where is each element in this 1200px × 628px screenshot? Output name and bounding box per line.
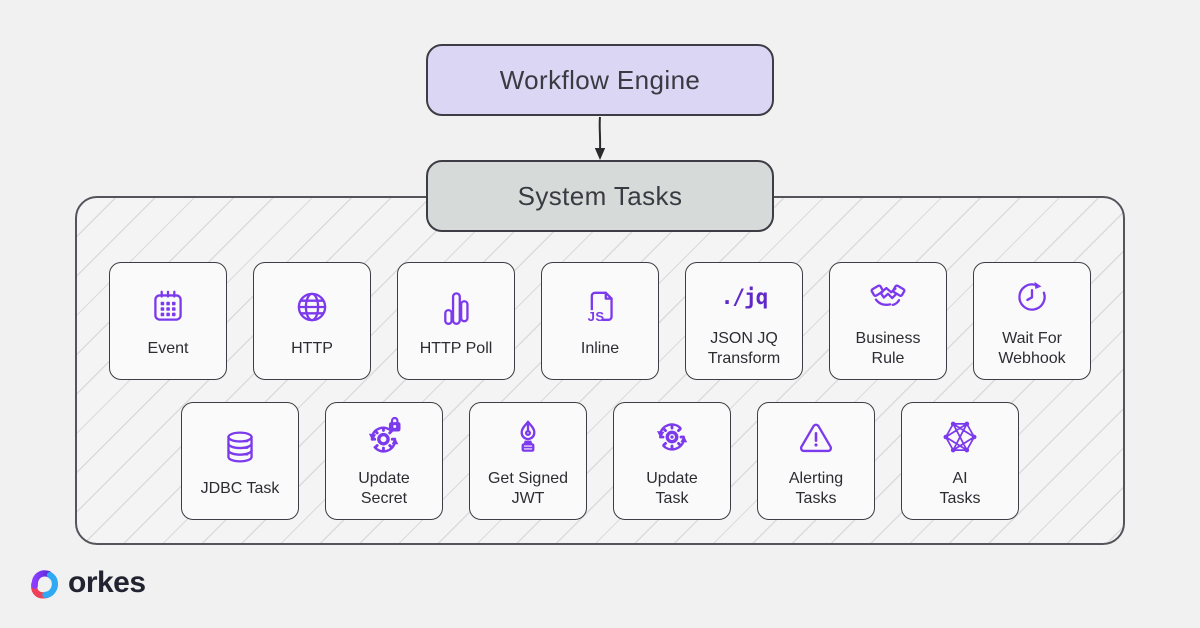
task-card-http-poll: HTTP Poll xyxy=(397,262,515,380)
task-card-jdbc-task: JDBC Task xyxy=(181,402,299,520)
task-card-update-secret: Update Secret xyxy=(325,402,443,520)
calendar-icon xyxy=(147,284,189,330)
task-card-label: HTTP xyxy=(291,339,333,357)
task-card-event: Event xyxy=(109,262,227,380)
task-card-http: HTTP xyxy=(253,262,371,380)
task-card-label: AI Tasks xyxy=(939,469,981,507)
orkes-logo: orkes xyxy=(27,566,146,600)
task-row-2: JDBC Task Update Secret xyxy=(77,402,1123,520)
task-card-label: Wait For Webhook xyxy=(998,329,1066,367)
pen-nib-icon xyxy=(507,414,549,460)
workflow-engine-label: Workflow Engine xyxy=(499,64,701,95)
task-card-label: Update Secret xyxy=(358,469,410,507)
task-card-label: Event xyxy=(147,339,189,357)
svg-text:JS: JS xyxy=(588,308,605,323)
task-card-inline: JS Inline xyxy=(541,262,659,380)
gear-lock-icon xyxy=(362,414,406,460)
database-icon xyxy=(219,424,261,470)
jq-transform-icon: ./jq xyxy=(720,284,769,309)
poll-bars-icon xyxy=(435,284,477,330)
task-card-alerting-tasks: Alerting Tasks xyxy=(757,402,875,520)
task-card-label: Alerting Tasks xyxy=(788,469,844,507)
globe-icon xyxy=(291,284,333,330)
task-card-label: Business Rule xyxy=(855,329,921,367)
task-card-business-rule: Business Rule xyxy=(829,262,947,380)
task-card-get-signed-jwt: Get Signed JWT xyxy=(469,402,587,520)
workflow-engine-box: Workflow Engine xyxy=(426,44,774,116)
handshake-icon xyxy=(866,274,910,320)
system-tasks-box: System Tasks xyxy=(426,160,774,232)
task-card-update-task: Update Task xyxy=(613,402,731,520)
down-arrow-icon xyxy=(594,116,606,160)
task-card-json-jq-transform: ./jq JSON JQ Transform xyxy=(685,262,803,380)
task-card-label: HTTP Poll xyxy=(419,339,493,357)
task-card-label: JDBC Task xyxy=(200,479,280,497)
task-card-label: Update Task xyxy=(646,469,698,507)
system-tasks-label: System Tasks xyxy=(517,180,683,211)
task-row-1: Event HTTP HTTP Poll xyxy=(77,262,1123,380)
warning-triangle-icon xyxy=(794,414,838,460)
task-card-label: Inline xyxy=(580,339,620,357)
orkes-logo-mark xyxy=(31,570,58,599)
gear-refresh-icon xyxy=(650,414,694,460)
system-tasks-container: Event HTTP HTTP Poll xyxy=(75,196,1125,545)
task-card-ai-tasks: AI Tasks xyxy=(901,402,1019,520)
task-card-label: Get Signed JWT xyxy=(487,469,569,507)
clock-refresh-icon xyxy=(1011,274,1053,320)
orkes-wordmark: orkes xyxy=(68,566,146,599)
task-card-label: JSON JQ Transform xyxy=(707,329,781,367)
js-file-icon: JS xyxy=(579,284,621,330)
task-card-wait-for-webhook: Wait For Webhook xyxy=(973,262,1091,380)
network-icon xyxy=(938,414,982,460)
